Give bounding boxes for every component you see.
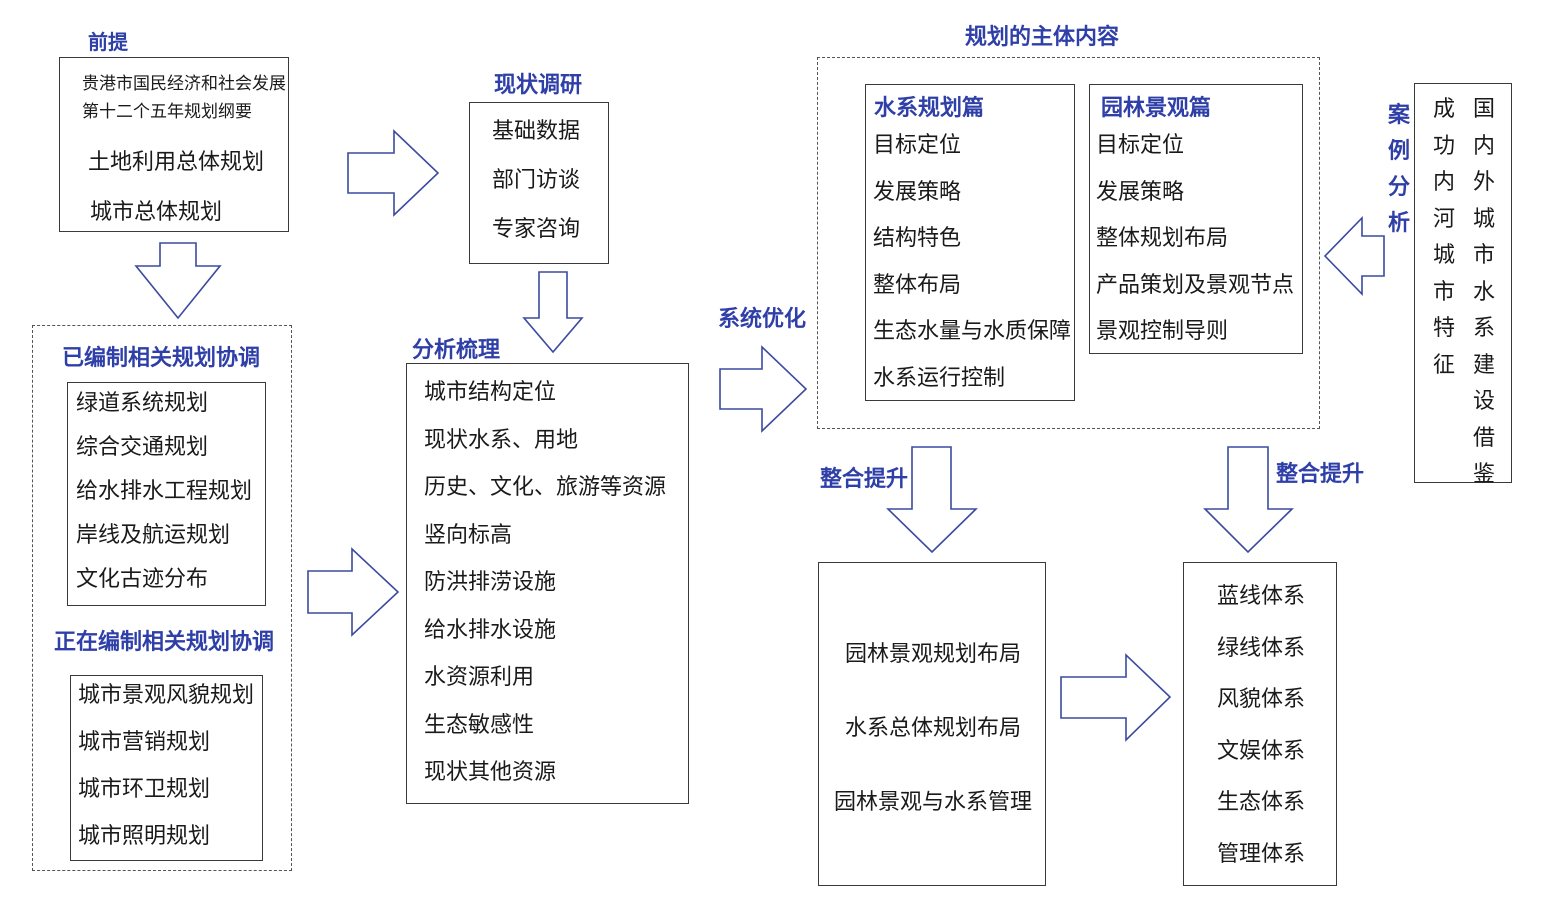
system-item: 文娱体系 — [1216, 738, 1305, 764]
premise-title: 前提 — [88, 30, 128, 54]
ongoing-plan-item: 城市景观风貌规划 — [78, 683, 255, 708]
system-item: 蓝线体系 — [1216, 584, 1305, 609]
existing-plan-item: 岸线及航运规划 — [76, 523, 231, 548]
layout-result-item: 园林景观规划布局 — [844, 642, 1021, 667]
existing-plan-item: 文化古迹分布 — [76, 567, 209, 592]
analysis-box: 城市结构定位 现状水系、用地 历史、文化、旅游等资源 竖向标高 防洪排涝设施 给… — [406, 363, 689, 804]
garden-plan-item: 目标定位 — [1096, 133, 1185, 158]
premise-item-2: 第十二个五年规划纲要 — [82, 102, 252, 122]
ongoing-plans-title: 正在编制相关规划协调 — [54, 630, 275, 655]
arrow-main-to-systems — [1203, 446, 1294, 554]
case-column-success: 成功内河城市特征 — [1432, 97, 1455, 378]
ongoing-plan-item: 城市照明规划 — [78, 824, 211, 849]
water-plan-item: 结构特色 — [873, 226, 962, 251]
arrow-coordination-to-analysis — [307, 547, 400, 637]
premise-item-3: 土地利用总体规划 — [88, 150, 265, 175]
garden-plan-item: 整体规划布局 — [1096, 226, 1229, 251]
arrow-premise-down — [134, 242, 222, 320]
analysis-title: 分析梳理 — [412, 338, 501, 363]
analysis-item: 历史、文化、旅游等资源 — [424, 475, 667, 500]
water-plan-box: 水系规划篇 目标定位 发展策略 结构特色 整体布局 生态水量与水质保障 水系运行… — [865, 84, 1075, 401]
system-item: 绿线体系 — [1216, 635, 1305, 661]
water-plan-item: 水系运行控制 — [873, 365, 1006, 391]
system-item: 风貌体系 — [1216, 687, 1305, 712]
arrow-premise-to-survey — [347, 129, 440, 217]
main-content-group — [817, 57, 1320, 429]
layout-result-item: 园林景观与水系管理 — [833, 790, 1032, 815]
garden-plan-item: 景观控制导则 — [1096, 319, 1229, 344]
arrow-main-to-layout — [886, 446, 978, 554]
systems-box: 蓝线体系 绿线体系 风貌体系 文娱体系 生态体系 管理体系 — [1183, 562, 1337, 886]
case-analysis-label: 案例分析 — [1387, 103, 1410, 236]
survey-item: 专家咨询 — [492, 217, 581, 242]
water-plan-title: 水系规划篇 — [874, 96, 985, 121]
garden-plan-box: 园林景观篇 目标定位 发展策略 整体规划布局 产品策划及景观节点 景观控制导则 — [1089, 84, 1303, 354]
existing-plan-item: 给水排水工程规划 — [76, 479, 253, 504]
water-plan-item: 生态水量与水质保障 — [873, 319, 1072, 344]
analysis-item: 水资源利用 — [424, 665, 535, 690]
survey-title: 现状调研 — [494, 73, 583, 98]
existing-plans-box: 绿道系统规划 综合交通规划 给水排水工程规划 岸线及航运规划 文化古迹分布 — [67, 382, 266, 606]
integrate-label-left: 整合提升 — [820, 467, 909, 492]
system-optimization-label: 系统优化 — [718, 307, 807, 332]
water-plan-item: 整体布局 — [873, 272, 962, 298]
case-box: 国内外城市水系建设借鉴 成功内河城市特征 — [1414, 83, 1512, 487]
layout-result-box: 园林景观规划布局 水系总体规划布局 园林景观与水系管理 — [818, 562, 1046, 886]
premise-item-1: 贵港市国民经济和社会发展 — [82, 74, 286, 94]
analysis-item: 现状其他资源 — [424, 760, 557, 785]
arrow-analysis-to-main — [719, 345, 808, 433]
premise-box: 贵港市国民经济和社会发展 第十二个五年规划纲要 土地利用总体规划 城市总体规划 — [59, 57, 289, 232]
case-column-domestic: 国内外城市水系建设借鉴 — [1472, 97, 1495, 487]
arrow-survey-down — [522, 271, 584, 354]
ongoing-plan-item: 城市营销规划 — [78, 730, 211, 755]
integrate-label-right: 整合提升 — [1276, 462, 1365, 487]
survey-item: 基础数据 — [492, 119, 581, 144]
premise-item-4: 城市总体规划 — [90, 200, 223, 225]
arrow-layout-to-systems — [1060, 653, 1172, 742]
water-plan-item: 发展策略 — [873, 179, 962, 205]
layout-result-item: 水系总体规划布局 — [844, 716, 1021, 741]
garden-plan-item: 产品策划及景观节点 — [1096, 272, 1295, 298]
analysis-item: 给水排水设施 — [424, 617, 557, 643]
survey-item: 部门访谈 — [492, 168, 581, 193]
survey-box: 基础数据 部门访谈 专家咨询 — [469, 102, 609, 264]
ongoing-plan-item: 城市环卫规划 — [78, 777, 211, 802]
analysis-item: 城市结构定位 — [424, 380, 557, 405]
arrow-case-to-main — [1323, 216, 1385, 296]
analysis-item: 生态敏感性 — [424, 712, 535, 738]
analysis-item: 竖向标高 — [424, 522, 513, 548]
main-content-title: 规划的主体内容 — [965, 25, 1120, 50]
water-plan-item: 目标定位 — [873, 133, 962, 158]
system-item: 管理体系 — [1216, 841, 1305, 867]
existing-plans-title: 已编制相关规划协调 — [62, 346, 261, 371]
garden-plan-title: 园林景观篇 — [1101, 96, 1212, 121]
existing-plan-item: 综合交通规划 — [76, 435, 209, 460]
ongoing-plans-box: 城市景观风貌规划 城市营销规划 城市环卫规划 城市照明规划 — [70, 675, 263, 861]
coordination-group — [32, 325, 292, 871]
analysis-item: 防洪排涝设施 — [424, 570, 557, 595]
garden-plan-item: 发展策略 — [1096, 179, 1185, 205]
existing-plan-item: 绿道系统规划 — [76, 391, 209, 416]
analysis-item: 现状水系、用地 — [424, 427, 579, 453]
system-item: 生态体系 — [1216, 790, 1305, 815]
